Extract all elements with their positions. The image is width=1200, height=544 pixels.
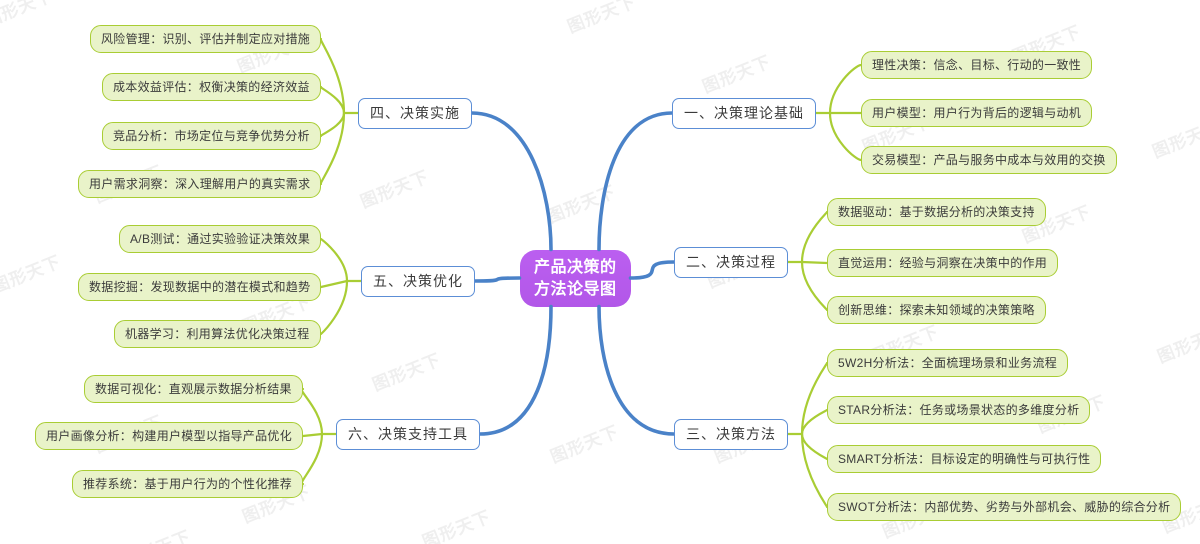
leaf-node-1-1[interactable]: 理性决策：信念、目标、行动的一致性 [861,51,1093,79]
leaf-node-label: 理性决策：信念、目标、行动的一致性 [872,58,1082,72]
main-connector-5 [473,276,522,283]
leaf-node-label: 竞品分析：市场定位与竞争优势分析 [113,129,310,143]
leaf-node-label: SWOT分析法：内部优势、劣势与外部机会、威胁的综合分析 [838,500,1171,514]
leaf-node-3-2[interactable]: STAR分析法：任务或场景状态的多维度分析 [827,396,1091,424]
sub-connector-3-4 [800,432,829,509]
watermark-text: 图形天下 [357,167,432,212]
leaf-node-label: 用户模型：用户行为背后的逻辑与动机 [872,106,1082,120]
main-connector-6 [478,304,553,436]
leaf-node-5-3[interactable]: 机器学习：利用算法优化决策过程 [114,320,321,348]
sub-connector-4-2 [319,85,346,115]
leaf-node-label: 成本效益评估：权衡决策的经济效益 [113,80,310,94]
sub-connector-2-3 [800,260,829,312]
leaf-node-4-1[interactable]: 风险管理：识别、评估并制定应对措施 [90,25,322,53]
branch-node-4[interactable]: 四、决策实施 [358,98,472,129]
sub-connector-6-1 [300,387,324,436]
watermark-text: 图形天下 [0,0,56,31]
leaf-node-5-1[interactable]: A/B测试：通过实验验证决策效果 [119,225,322,253]
watermark-text: 图形天下 [1149,117,1200,162]
leaf-node-6-3[interactable]: 推荐系统：基于用户行为的个性化推荐 [72,470,304,498]
leaf-node-4-2[interactable]: 成本效益评估：权衡决策的经济效益 [102,73,321,101]
sub-connector-5-2 [319,279,349,289]
sub-connector-5-1 [319,237,349,283]
sub-connector-2-1 [800,210,829,264]
sub-connector-1-1 [828,63,863,115]
leaf-node-label: SMART分析法：目标设定的明确性与可执行性 [838,452,1091,466]
leaf-node-4-4[interactable]: 用户需求洞察：深入理解用户的真实需求 [78,170,322,198]
root-title-line-2: 方法论导图 [534,280,617,298]
branch-node-label: 四、决策实施 [370,105,460,121]
branch-node-6[interactable]: 六、决策支持工具 [336,419,480,450]
watermark-text: 图形天下 [544,182,619,227]
root-title-line-1: 产品决策的 [534,259,617,276]
leaf-node-2-1[interactable]: 数据驱动：基于数据分析的决策支持 [827,198,1046,226]
leaf-node-3-1[interactable]: 5W2H分析法：全面梳理场景和业务流程 [827,349,1069,377]
sub-connector-4-1 [319,37,346,115]
leaf-node-label: A/B测试：通过实验验证决策效果 [130,232,311,246]
sub-connector-1-3 [828,111,863,162]
main-connector-1 [597,111,674,252]
leaf-node-label: 直觉运用：经验与洞察在决策中的作用 [838,256,1048,270]
sub-connector-6-2 [301,432,324,438]
main-connector-3 [597,304,676,436]
leaf-node-3-4[interactable]: SWOT分析法：内部优势、劣势与外部机会、威胁的综合分析 [827,493,1182,521]
sub-connector-3-1 [800,361,829,436]
leaf-node-label: 风险管理：识别、评估并制定应对措施 [101,32,311,46]
leaf-node-label: 创新思维：探索未知领域的决策策略 [838,303,1035,317]
sub-connector-3-3 [800,432,829,461]
branch-node-3[interactable]: 三、决策方法 [674,419,788,450]
leaf-node-3-3[interactable]: SMART分析法：目标设定的明确性与可执行性 [827,445,1102,473]
sub-connector-4-4 [319,111,346,186]
leaf-node-label: 推荐系统：基于用户行为的个性化推荐 [83,477,293,491]
branch-node-2[interactable]: 二、决策过程 [674,247,788,278]
watermark-text: 图形天下 [369,350,444,395]
main-connector-2 [628,260,676,280]
watermark-text: 图形天下 [118,522,194,544]
watermark-text: 图形天下 [0,252,64,297]
branch-node-5[interactable]: 五、决策优化 [361,266,475,297]
watermark-text: 图形天下 [547,422,622,467]
leaf-node-label: 数据驱动：基于数据分析的决策支持 [838,205,1035,219]
watermark-text: 图形天下 [1154,322,1200,367]
sub-connector-4-3 [319,111,346,138]
leaf-node-label: 用户画像分析：构建用户模型以指导产品优化 [46,429,293,443]
branch-node-label: 六、决策支持工具 [348,426,468,442]
branch-node-1[interactable]: 一、决策理论基础 [672,98,816,129]
leaf-node-label: STAR分析法：任务或场景状态的多维度分析 [838,403,1080,417]
leaf-node-label: 机器学习：利用算法优化决策过程 [125,327,310,341]
leaf-node-label: 5W2H分析法：全面梳理场景和业务流程 [838,356,1058,370]
sub-connector-3-2 [800,408,829,436]
leaf-node-1-3[interactable]: 交易模型：产品与服务中成本与效用的交换 [861,146,1117,174]
leaf-node-label: 用户需求洞察：深入理解用户的真实需求 [89,177,311,191]
root-node[interactable]: 产品决策的 方法论导图 [520,250,631,308]
leaf-node-1-2[interactable]: 用户模型：用户行为背后的逻辑与动机 [861,99,1093,127]
sub-connector-5-3 [319,279,349,336]
leaf-node-6-2[interactable]: 用户画像分析：构建用户模型以指导产品优化 [35,422,304,450]
leaf-node-label: 交易模型：产品与服务中成本与效用的交换 [872,153,1106,167]
watermark-text: 图形天下 [419,507,494,544]
watermark-text: 图形天下 [699,52,774,97]
leaf-node-5-2[interactable]: 数据挖掘：发现数据中的潜在模式和趋势 [78,273,322,301]
branch-node-label: 二、决策过程 [686,254,776,270]
leaf-node-4-3[interactable]: 竞品分析：市场定位与竞争优势分析 [102,122,321,150]
leaf-node-2-2[interactable]: 直觉运用：经验与洞察在决策中的作用 [827,249,1059,277]
branch-node-label: 三、决策方法 [686,426,776,442]
main-connector-4 [470,111,553,252]
leaf-node-label: 数据挖掘：发现数据中的潜在模式和趋势 [89,280,311,294]
leaf-node-2-3[interactable]: 创新思维：探索未知领域的决策策略 [827,296,1046,324]
leaf-node-6-1[interactable]: 数据可视化：直观展示数据分析结果 [84,375,303,403]
leaf-node-label: 数据可视化：直观展示数据分析结果 [95,382,292,396]
watermark-text: 图形天下 [564,0,639,37]
sub-connector-2-2 [800,260,829,265]
branch-node-label: 一、决策理论基础 [684,105,804,121]
branch-node-label: 五、决策优化 [373,273,463,289]
sub-connector-6-3 [300,432,324,486]
